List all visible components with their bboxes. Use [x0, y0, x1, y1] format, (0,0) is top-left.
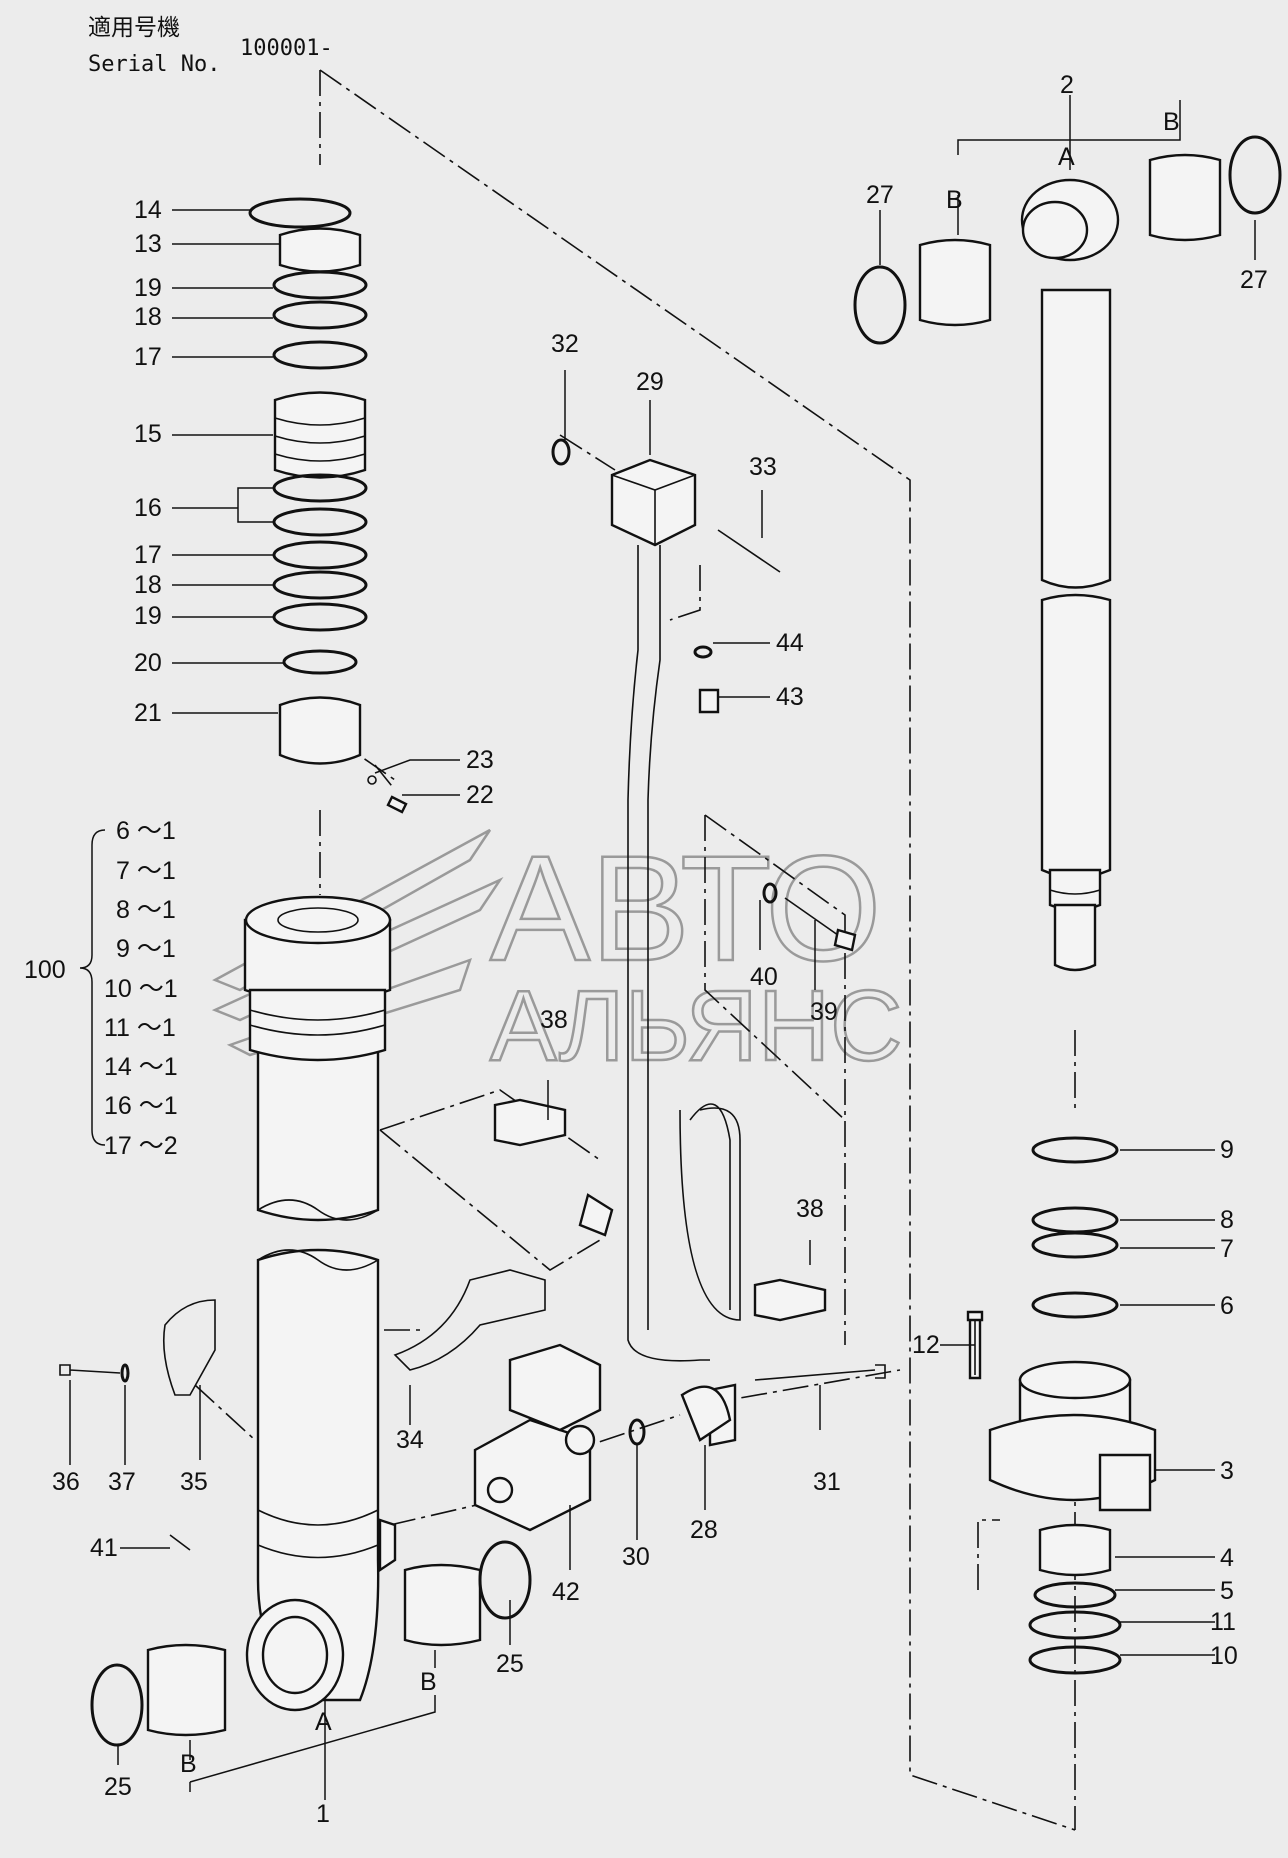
piston-rod — [1020, 178, 1120, 972]
callout-9: 9 — [1220, 1136, 1234, 1164]
callout-19b: 19 — [134, 602, 162, 630]
kit-number: 100 — [24, 956, 66, 984]
callout-38b: 38 — [796, 1195, 824, 1223]
kit-item-6: 11 ～1 — [104, 1014, 176, 1042]
letter-A-rod: A — [1058, 143, 1075, 171]
callout-22: 22 — [466, 781, 494, 809]
kit-bracket — [79, 829, 106, 1146]
callout-2: 2 — [1060, 71, 1074, 99]
callout-37: 37 — [108, 1468, 136, 1496]
piston-stack — [248, 197, 408, 814]
callout-31: 31 — [813, 1468, 841, 1496]
callout-10: 10 — [1210, 1642, 1238, 1670]
kit-item-8: 16 ～1 — [104, 1092, 178, 1120]
callout-19a: 19 — [134, 274, 162, 302]
callout-7: 7 — [1220, 1235, 1234, 1263]
callout-16: 16 — [134, 494, 162, 522]
leader-lines — [69, 95, 1256, 1800]
watermark-line1: АВТО — [490, 824, 882, 992]
serial-label-en: Serial No. — [88, 52, 220, 77]
watermark-line2: АЛЬЯНС — [490, 970, 902, 1082]
callout-34: 34 — [396, 1426, 424, 1454]
callout-35: 35 — [180, 1468, 208, 1496]
callout-18a: 18 — [134, 303, 162, 331]
callout-11: 11 — [1210, 1608, 1236, 1636]
pipe-assembly — [551, 438, 857, 1447]
callout-5: 5 — [1220, 1577, 1234, 1605]
letter-B-tube-right: B — [420, 1668, 437, 1696]
nut-21 — [278, 696, 362, 765]
callout-32: 32 — [551, 330, 579, 358]
letter-B-rod-left: B — [946, 186, 963, 214]
callout-30: 30 — [622, 1543, 650, 1571]
callout-14: 14 — [134, 196, 162, 224]
callout-8: 8 — [1220, 1206, 1234, 1234]
head-flange — [968, 1136, 1157, 1675]
kit-item-4: 9 ～1 — [116, 935, 176, 963]
callout-28: 28 — [690, 1516, 718, 1544]
bushing-13 — [278, 227, 362, 273]
callout-12: 12 — [912, 1331, 940, 1359]
callout-27b: 27 — [1240, 266, 1268, 294]
callout-27a: 27 — [866, 181, 894, 209]
clamps — [162, 1098, 827, 1396]
callout-39: 39 — [810, 998, 838, 1026]
callout-33: 33 — [749, 453, 777, 481]
callout-21: 21 — [134, 699, 162, 727]
serial-value: 100001- — [240, 36, 333, 61]
callout-25b: 25 — [496, 1650, 524, 1678]
callout-29: 29 — [636, 368, 664, 396]
callout-3: 3 — [1220, 1457, 1234, 1485]
callout-42: 42 — [552, 1578, 580, 1606]
callout-1: 1 — [316, 1800, 330, 1828]
ring-14 — [248, 197, 352, 229]
cylinder-head — [243, 895, 392, 1062]
kit-item-3: 8 ～1 — [116, 896, 176, 924]
watermark-logo: АВТО АЛЬЯНС — [211, 823, 904, 1083]
callout-20: 20 — [134, 649, 162, 677]
callout-25a: 25 — [104, 1773, 132, 1801]
callout-13: 13 — [134, 230, 162, 258]
callout-labels: 14 13 19 18 17 15 16 17 18 19 20 21 23 2… — [24, 71, 1268, 1828]
letter-A-tube: A — [315, 1708, 332, 1736]
assembly-centerlines — [194, 69, 1076, 1831]
callout-17b: 17 — [134, 541, 162, 569]
callout-44: 44 — [776, 629, 804, 657]
callout-4: 4 — [1220, 1544, 1234, 1572]
kit-item-2: 7 ～1 — [116, 857, 176, 885]
callout-6: 6 — [1220, 1292, 1234, 1320]
kit-item-5: 10 ～1 — [104, 975, 178, 1003]
letter-B-tube-left: B — [180, 1750, 197, 1778]
cylinder-tube — [245, 1048, 397, 1712]
pin-bushings — [90, 1540, 532, 1747]
callout-40: 40 — [750, 963, 778, 991]
kit-item-9: 17 ～2 — [104, 1132, 178, 1160]
callout-18b: 18 — [134, 571, 162, 599]
rod-eye-parts — [853, 135, 1282, 345]
bolts — [59, 1310, 984, 1551]
callout-36: 36 — [52, 1468, 80, 1496]
valve-block — [473, 1343, 602, 1532]
callout-17a: 17 — [134, 343, 162, 371]
letter-B-rod-right: B — [1163, 108, 1180, 136]
kit-item-7: 14 ～1 — [104, 1053, 178, 1081]
callout-43: 43 — [776, 683, 804, 711]
kit-item-1: 6 ～1 — [116, 817, 176, 845]
callout-23: 23 — [466, 746, 494, 774]
piston-15 — [273, 391, 367, 479]
serial-header: 適用号機 Serial No. 100001- — [88, 15, 333, 77]
callout-38a: 38 — [540, 1006, 568, 1034]
callout-15: 15 — [134, 420, 162, 448]
callout-41: 41 — [90, 1534, 118, 1562]
serial-label-jp: 適用号機 — [88, 15, 180, 41]
